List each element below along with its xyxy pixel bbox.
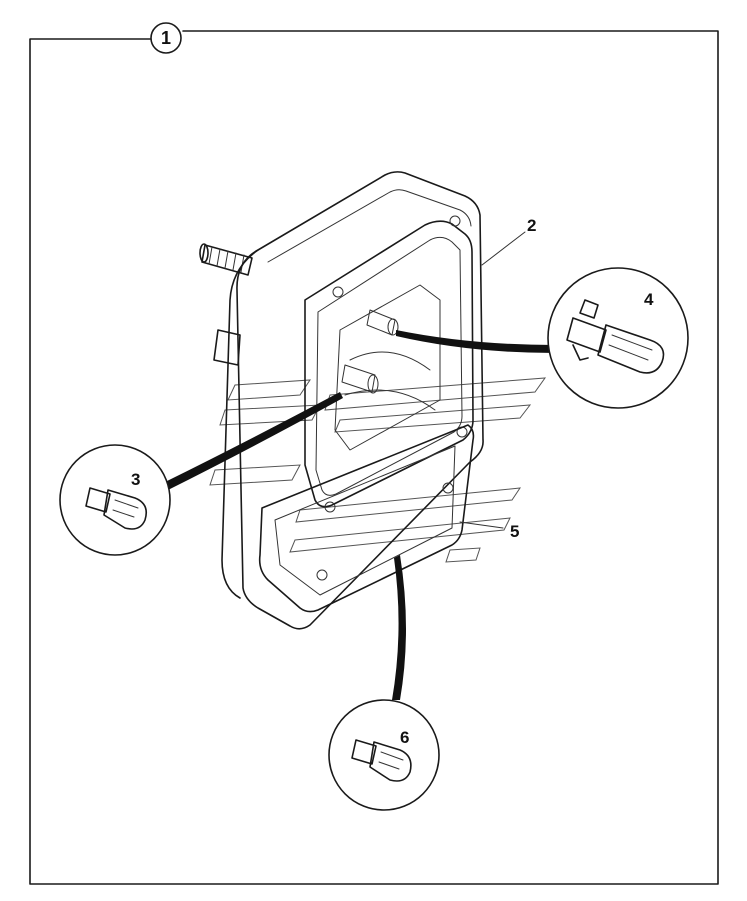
assembly-number-badge: 1 [150,22,182,54]
leader-lines [165,231,555,700]
background-watermark [209,377,547,563]
callout-5: 5 [510,522,519,541]
callout-6: 6 [400,728,409,747]
bulb-detail-6: 6 [328,699,440,811]
lower-lens [258,424,475,613]
small-bulb-icon [351,739,412,782]
halogen-bulb-icon [566,299,665,374]
main-lens [304,220,474,508]
callout-2: 2 [527,216,536,235]
mounting-stud [199,243,253,276]
assembly-number: 1 [161,28,171,48]
callout-4: 4 [644,290,654,309]
side-connector [213,329,241,366]
callout-3: 3 [131,470,140,489]
bulb-detail-3: 3 [59,444,171,556]
small-bulb-icon [85,487,148,530]
figure-frame [29,30,719,885]
bulb-detail-4: 4 [547,267,689,409]
lamp-housing [199,171,484,630]
